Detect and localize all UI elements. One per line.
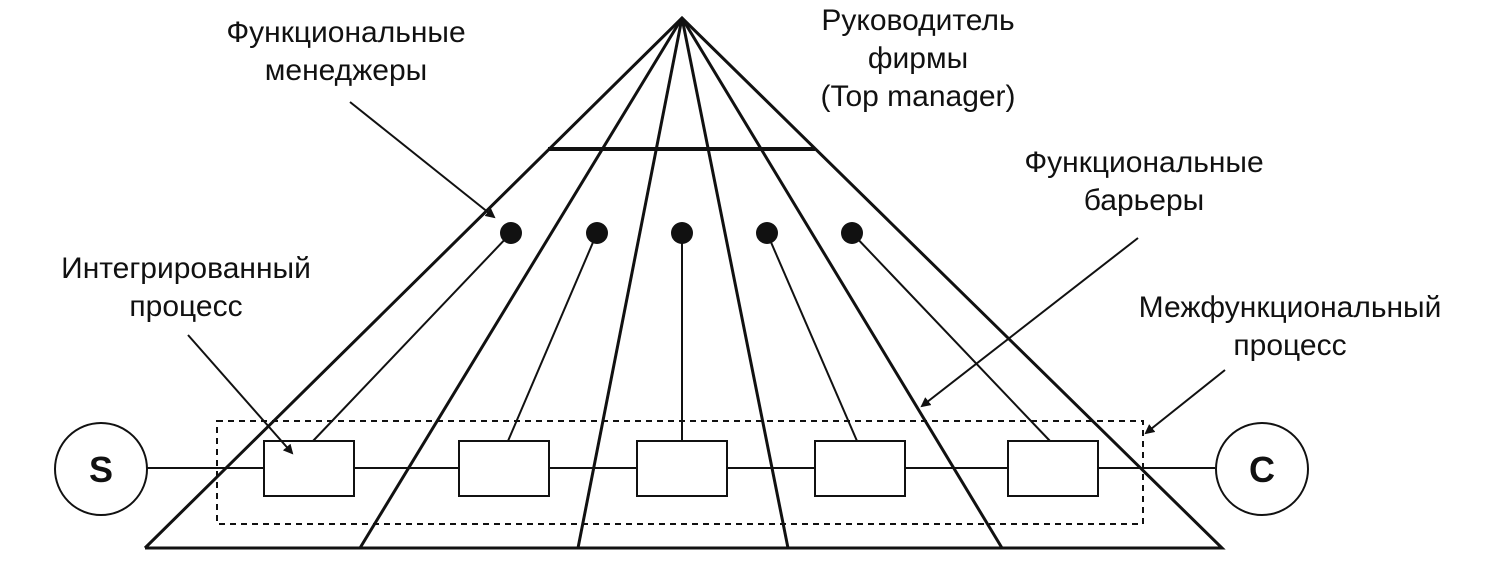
label-cross-functional-process-line1: Межфункциональный: [1139, 291, 1442, 324]
manager-connector-5: [851, 232, 1051, 442]
label-integrated-process-line1: Интегрированный: [61, 252, 311, 285]
pyramid: [143, 15, 1226, 550]
end-node: C: [1215, 422, 1309, 516]
manager-connector-2: [507, 232, 598, 442]
process-box-1: [263, 440, 355, 497]
annotation-arrows: [187, 101, 1226, 455]
barrier-line-4: [680, 17, 1004, 549]
label-functional-managers: Функциональные менеджеры: [226, 16, 465, 87]
label-functional-managers-line1: Функциональные: [226, 16, 465, 49]
cross-functional-process-boundary: [216, 420, 1144, 525]
label-functional-barriers: Функциональные барьеры: [1024, 146, 1263, 217]
end-node-label: C: [1249, 449, 1275, 490]
manager-dot-2: [586, 222, 608, 244]
arrow-functional-managers: [349, 101, 496, 219]
functional-barriers: [358, 17, 1004, 549]
label-integrated-process: Интегрированный процесс: [61, 252, 311, 323]
process-boxes: [263, 440, 1099, 497]
barrier-line-1: [358, 17, 684, 549]
manager-dot-1: [500, 222, 522, 244]
label-top-manager: Руководитель фирмы (Top manager): [820, 4, 1015, 113]
functional-managers: [500, 222, 863, 244]
process-box-4: [814, 440, 906, 497]
manager-dot-3: [671, 222, 693, 244]
label-top-manager-line3: (Top manager): [820, 80, 1015, 113]
label-top-manager-line1: Руководитель: [821, 4, 1014, 37]
start-node: S: [54, 422, 148, 516]
arrow-cross-functional-process: [1144, 369, 1226, 435]
process-box-2: [458, 440, 550, 497]
pyramid-outline: [143, 15, 1226, 550]
process-box-5: [1007, 440, 1099, 497]
manager-connector-1: [312, 232, 512, 442]
label-cross-functional-process: Межфункциональный процесс: [1139, 291, 1442, 362]
manager-dot-4: [756, 222, 778, 244]
barrier-line-3: [680, 17, 790, 549]
process-box-3: [636, 440, 728, 497]
manager-connector-4: [766, 232, 858, 442]
label-integrated-process-line2: процесс: [129, 290, 242, 323]
label-cross-functional-process-line2: процесс: [1233, 329, 1346, 362]
manager-dot-5: [841, 222, 863, 244]
arrow-functional-barriers: [920, 237, 1139, 408]
manager-connectors: [312, 232, 1051, 442]
label-functional-barriers-line2: барьеры: [1084, 184, 1204, 217]
label-functional-barriers-line1: Функциональные: [1024, 146, 1263, 179]
barrier-line-2: [576, 17, 684, 549]
label-top-manager-line2: фирмы: [868, 42, 968, 75]
arrow-integrated-process: [187, 334, 294, 455]
start-node-label: S: [89, 449, 113, 490]
label-functional-managers-line2: менеджеры: [265, 54, 427, 87]
